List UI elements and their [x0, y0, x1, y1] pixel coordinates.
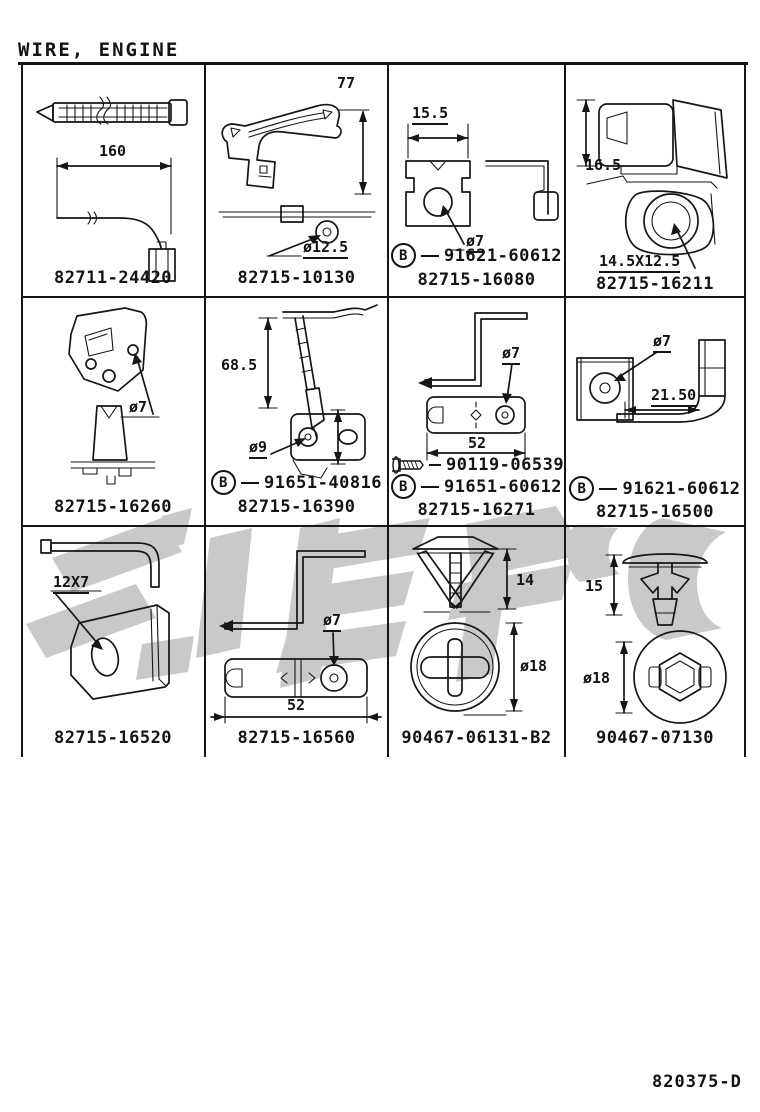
callout-line	[420, 254, 439, 257]
page-title: WIRE, ENGINE	[18, 39, 180, 61]
dimension-label: 15.5	[412, 104, 449, 125]
part-number-text: 82715-10130	[237, 268, 356, 288]
part-number: 82715-16520	[21, 728, 205, 748]
b-circle-icon: B	[390, 474, 416, 499]
part-number: 82715-10130	[205, 268, 388, 288]
b-circle-icon: B	[390, 243, 416, 268]
dimension-label: 160	[99, 142, 127, 160]
b-circle-icon: B	[569, 476, 595, 501]
part-number-text: 82711-24420	[53, 268, 173, 288]
part-drawing-bracket	[258, 304, 378, 479]
callout-line	[429, 464, 441, 466]
part-cell-90467-07130: 15 ø18 90467-07130	[565, 527, 745, 758]
part-number: 82711-24420	[21, 268, 205, 288]
dimension-label: ø7	[466, 232, 485, 253]
dimension-label: 52	[287, 696, 306, 714]
part-cell-82715-10130: 77 ø12.5 82715-10130	[205, 66, 388, 296]
part-number: 82715-16211	[565, 274, 745, 294]
part-number-text: 82715-16271	[417, 500, 536, 520]
bolt-part-row: 90119-06539	[390, 455, 565, 475]
part-drawing-push-clip	[410, 536, 523, 716]
hardware-part-number: 90119-06539	[446, 455, 565, 475]
dimension-label: ø18	[520, 657, 548, 675]
hardware-part-row: B 91651-60612	[388, 474, 565, 499]
dimension-label: ø9	[249, 438, 268, 459]
dimension-label: 14	[516, 571, 535, 589]
hardware-part-number: 91651-60612	[443, 476, 563, 497]
part-number-text: 82715-16080	[417, 270, 536, 290]
part-drawing-protector	[576, 99, 728, 269]
part-cell-82715-16271: ø7 52 90119-06539 B 91651-60612 82715-16…	[388, 298, 565, 525]
part-drawing-bracket	[218, 103, 376, 257]
b-circle-icon: B	[210, 470, 236, 495]
part-drawing-clamp	[576, 339, 726, 423]
callout-line	[240, 481, 259, 484]
dimension-label: 52	[468, 434, 487, 452]
part-number: 90467-06131-B2	[388, 728, 565, 748]
dimension-label: 12X7	[53, 573, 90, 594]
hardware-part-row: B 91651-40816	[205, 470, 388, 495]
dimension-label: 16.5	[585, 156, 622, 174]
part-number-text: 82715-16560	[237, 728, 356, 748]
part-drawing-z-bracket	[210, 550, 382, 724]
part-drawing-hook-plate	[40, 539, 170, 700]
dimension-label: 68.5	[221, 356, 258, 374]
part-number: 82715-16260	[21, 497, 205, 517]
part-number: 82715-16390	[205, 497, 388, 517]
callout-line	[420, 485, 439, 488]
part-number: 82715-16080	[388, 270, 565, 290]
dimension-label: ø7	[323, 611, 342, 632]
screw-icon	[392, 456, 424, 474]
dimension-label: 77	[337, 74, 356, 92]
part-number: 82715-16500	[565, 502, 745, 522]
hardware-part-row: B 91621-60612	[388, 243, 565, 268]
part-number-text: 82715-16390	[237, 497, 356, 517]
dimension-label: ø12.5	[303, 238, 349, 259]
part-number: 82715-16271	[388, 500, 565, 520]
callout-line	[599, 487, 618, 490]
part-number-text: 82715-16520	[53, 728, 173, 748]
part-cell-82715-16390: 68.5 ø9 B 91651-40816 82715-16390	[205, 298, 388, 525]
part-number-text: 90467-06131-B2	[401, 728, 552, 748]
doc-number: 820375-D	[652, 1072, 742, 1092]
hardware-part-number: 91651-40816	[263, 472, 383, 493]
dimension-label: ø7	[653, 332, 672, 353]
part-cell-82715-16560: ø7 52 82715-16560	[205, 527, 388, 758]
part-number-text: 90467-07130	[595, 728, 715, 748]
hardware-part-row: B 91621-60612	[565, 476, 745, 501]
part-drawing-clamp	[405, 123, 559, 251]
part-drawing-z-bracket	[418, 312, 528, 461]
part-cell-90467-06131-B2: 14 ø18 90467-06131-B2	[388, 527, 565, 758]
part-number: 82715-16560	[205, 728, 388, 748]
part-cell-82715-16260: ø7 82715-16260	[21, 298, 205, 525]
part-drawing-bracket	[68, 307, 160, 485]
dimension-label: 21.50	[651, 386, 697, 407]
part-drawing-grommet-clip	[605, 553, 727, 724]
part-number-text: 82715-16211	[595, 274, 715, 294]
dimension-label: 15	[585, 577, 604, 595]
part-cell-82715-16500: ø7 21.50 B 91621-60612 82715-16500	[565, 298, 745, 525]
part-number: 90467-07130	[565, 728, 745, 748]
dimension-label: ø7	[502, 344, 521, 365]
part-number-text: 82715-16260	[53, 497, 173, 517]
part-cell-82715-16211: 16.5 14.5X12.5 82715-16211	[565, 66, 745, 296]
watermark-logo	[26, 506, 726, 688]
dimension-label: ø7	[129, 398, 148, 416]
part-cell-82715-16080: 15.5 ø7 B 91621-60612 82715-16080	[388, 66, 565, 296]
hardware-part-number: 91621-60612	[443, 245, 563, 266]
part-drawing-cable-tie	[36, 96, 188, 282]
hardware-part-number: 91621-60612	[622, 478, 741, 499]
dimension-label: 14.5X12.5	[599, 252, 681, 273]
dimension-label: ø18	[583, 669, 611, 687]
part-cell-82715-16520: 12X7 82715-16520	[21, 527, 205, 758]
part-number-text: 82715-16500	[595, 502, 715, 522]
part-cell-82711-24420: 160 82711-24420	[21, 66, 205, 296]
